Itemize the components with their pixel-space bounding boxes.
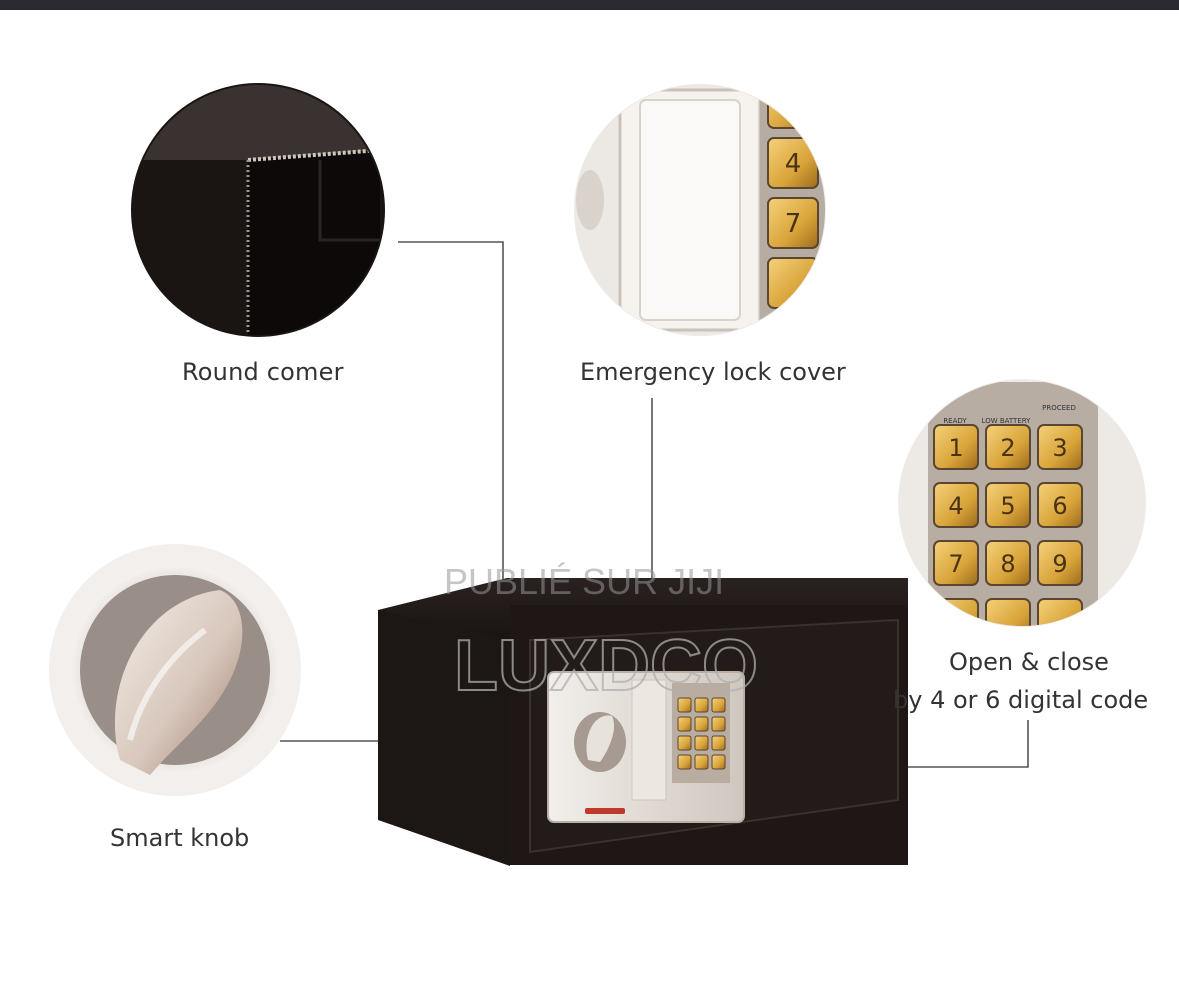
keypad-key-label: 9 — [1052, 550, 1067, 578]
keypad-key — [1037, 482, 1083, 528]
keypad-key — [985, 540, 1031, 586]
keypad-key — [985, 482, 1031, 528]
label-smart-knob: Smart knob — [110, 824, 249, 852]
keypad-key-label: 4 — [948, 492, 963, 520]
smart-knob-closeup — [49, 544, 301, 796]
round-corner-closeup — [131, 83, 385, 337]
label-digital-code: by 4 or 6 digital code — [893, 686, 1148, 714]
safe-keypad-key — [694, 735, 709, 751]
emergency-lock-cover-closeup: 4 7 — [574, 84, 826, 336]
keypad-key — [1037, 424, 1083, 470]
label-open-close: Open & close — [949, 648, 1109, 676]
safe-keypad-key — [694, 716, 709, 732]
safe-keypad-key — [677, 754, 692, 770]
safe-keypad-key — [677, 735, 692, 751]
top-bar — [0, 0, 1179, 10]
label-emergency-lock-cover: Emergency lock cover — [580, 358, 846, 386]
safe-body — [378, 578, 908, 866]
safe-keypad-key — [677, 716, 692, 732]
safe-keypad-key — [711, 735, 726, 751]
emerg-key-4: 4 — [785, 149, 802, 179]
keypad-key-label: 8 — [1000, 550, 1015, 578]
emerg-key-7: 7 — [785, 209, 802, 239]
keypad-key — [933, 482, 979, 528]
safe-keypad-key — [677, 697, 692, 713]
keypad-key-partial — [933, 598, 979, 626]
safe-keypad-key — [711, 697, 726, 713]
keypad-key — [1037, 540, 1083, 586]
indicator-proceed: PROCEED — [1042, 404, 1076, 412]
safe-keypad-key — [711, 754, 726, 770]
keypad-key-partial — [985, 598, 1031, 626]
keypad-key-label: 6 — [1052, 492, 1067, 520]
label-round-corner: Round comer — [182, 358, 344, 386]
indicator-ready: READY — [943, 417, 967, 425]
keypad-key — [933, 540, 979, 586]
keypad-closeup: READY LOW BATTERY PROCEED 1 2 3 4 5 6 7 8 9 — [898, 379, 1146, 627]
keypad-key — [933, 424, 979, 470]
keypad-key-label: 2 — [1000, 434, 1015, 462]
keypad-key-label: 3 — [1052, 434, 1067, 462]
safe-keypad-key — [694, 697, 709, 713]
indicator-low-battery: LOW BATTERY — [982, 417, 1032, 425]
keypad-key-label: 1 — [948, 434, 963, 462]
watermark-line1: PUBLIÉ SUR JIJI — [444, 561, 724, 602]
safe-keypad-key — [694, 754, 709, 770]
keypad-key-label: 5 — [1000, 492, 1015, 520]
watermark-line2: LUXDCO — [454, 626, 758, 706]
safe-keypad-key — [711, 716, 726, 732]
keypad-key — [985, 424, 1031, 470]
keypad-key-label: 7 — [948, 550, 963, 578]
